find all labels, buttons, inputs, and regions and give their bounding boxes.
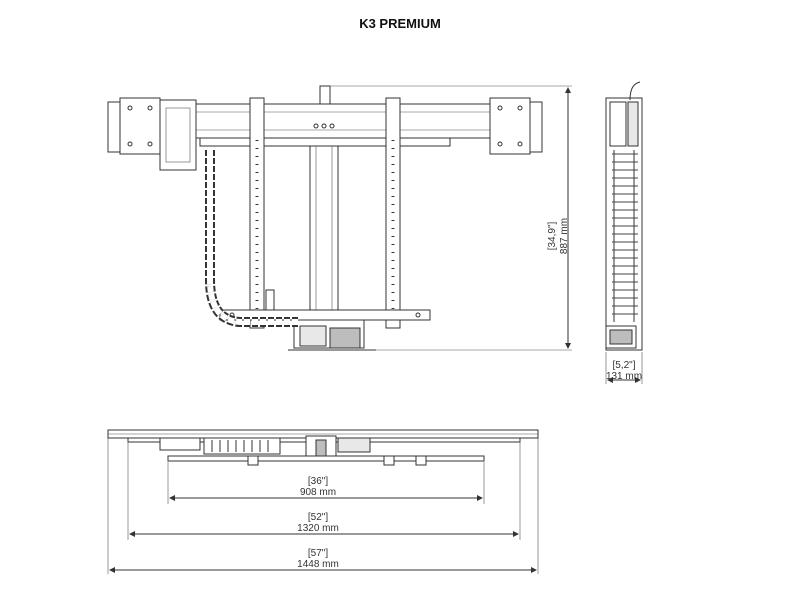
- drawing-title: K3 PREMIUM: [359, 16, 441, 31]
- width-1320-mm-label: 1320 mm: [297, 523, 339, 534]
- width-908-mm-label: 908 mm: [300, 487, 336, 498]
- left-end-bracket: [107, 97, 197, 171]
- height-dimension: [330, 85, 572, 351]
- width-908-inch-label: [36"]: [308, 476, 328, 487]
- motor-base: [288, 319, 376, 351]
- central-column: [309, 145, 339, 327]
- right-end-bracket: [489, 97, 543, 155]
- width-1320-inch-label: [52"]: [308, 512, 328, 523]
- side-view: [605, 81, 643, 384]
- width-1448-mm-label: 1448 mm: [297, 559, 339, 570]
- depth-inch-label: [5,2"]: [612, 360, 635, 371]
- width-1448-inch-label: [57"]: [308, 548, 328, 559]
- height-mm-label: 887 mm: [559, 218, 570, 254]
- depth-mm-label: 131 mm: [606, 371, 642, 382]
- height-inch-label: [34,9"]: [547, 221, 558, 250]
- vertical-arms: [249, 97, 401, 329]
- top-view: [107, 429, 539, 574]
- cable-chain: [205, 150, 300, 327]
- front-view: [107, 85, 572, 351]
